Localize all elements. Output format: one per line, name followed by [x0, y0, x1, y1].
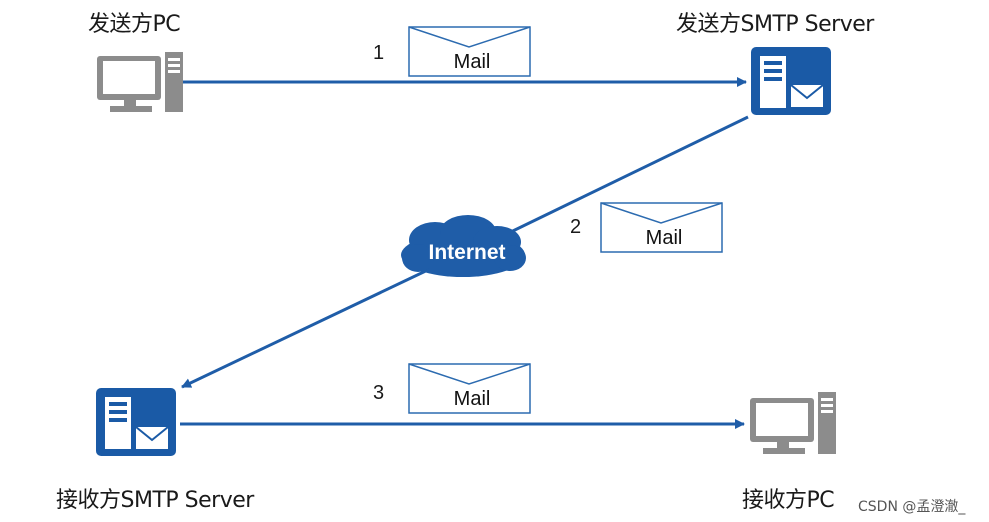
mail-envelope-2: Mail — [600, 202, 723, 253]
sender-smtp-server-label: 发送方SMTP Server — [676, 12, 874, 37]
arrow-internet-to-receiver-smtp — [181, 266, 433, 389]
watermark: CSDN @孟澄澈_ — [858, 499, 966, 515]
internet-label: Internet — [428, 241, 505, 264]
sender-pc-label: 发送方PC — [88, 12, 181, 37]
receiver-smtp-server-icon — [96, 388, 176, 456]
step-1-number: 1 — [373, 42, 385, 64]
sender-smtp-server-icon — [751, 47, 831, 115]
mail-label-2: Mail — [646, 227, 683, 249]
mail-label-3: Mail — [454, 388, 491, 410]
mail-envelope-3: Mail — [408, 363, 531, 414]
step-2-number: 2 — [570, 216, 582, 238]
receiver-smtp-server-label: 接收方SMTP Server — [56, 488, 254, 513]
link-sender-smtp-to-internet — [489, 115, 749, 244]
receiver-pc-icon — [750, 392, 836, 454]
step-3-number: 3 — [373, 382, 385, 404]
sender-pc-icon — [97, 52, 183, 112]
mail-label-1: Mail — [454, 51, 491, 73]
receiver-pc-label: 接收方PC — [742, 488, 835, 513]
internet-cloud-icon: Internet — [401, 215, 526, 277]
mail-envelope-1: Mail — [408, 26, 531, 77]
